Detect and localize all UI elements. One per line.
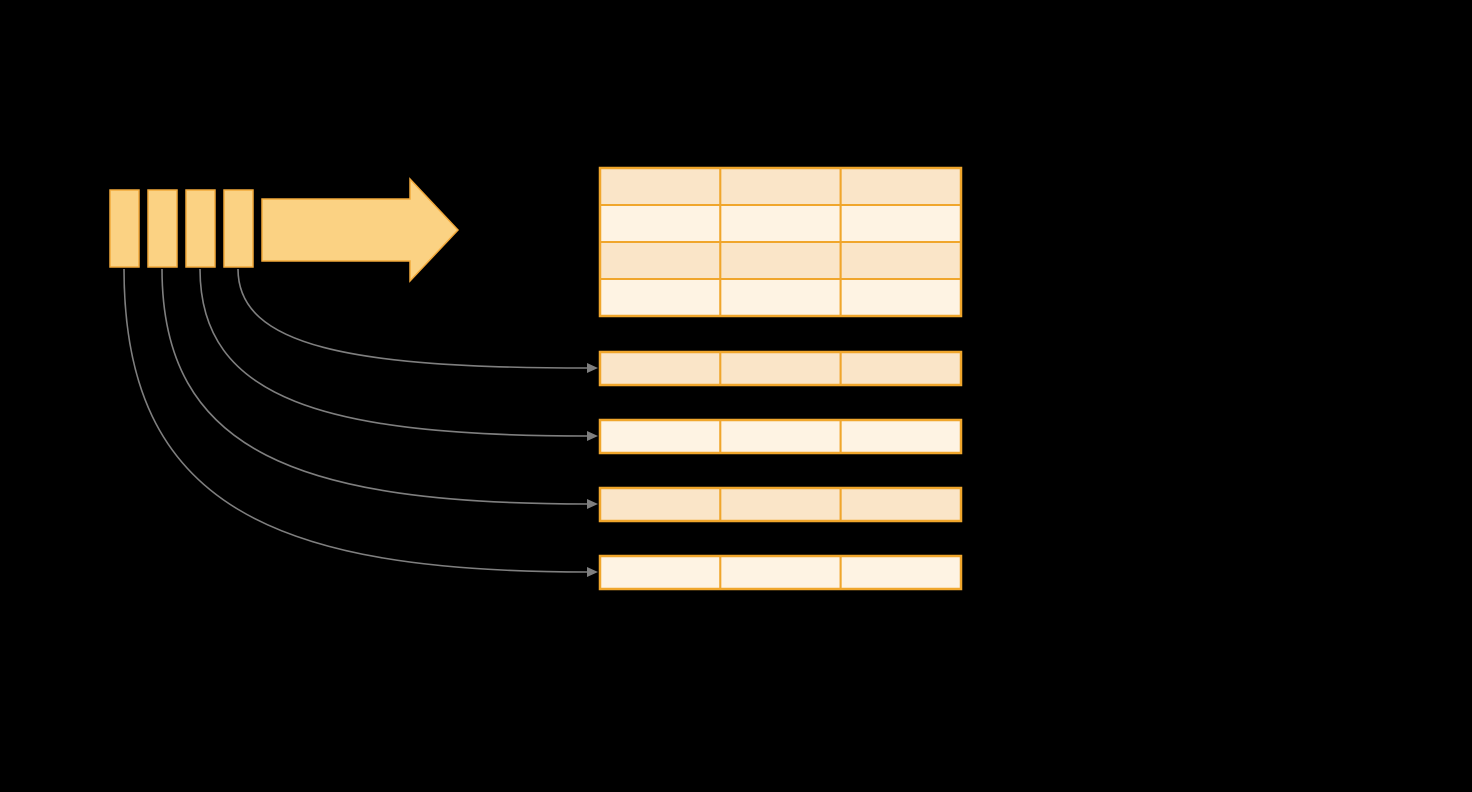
- row-table: [598, 486, 963, 523]
- row-table-cell: [839, 419, 963, 454]
- table-cell: [839, 278, 963, 317]
- row-table: [598, 554, 963, 591]
- row-table-outline: [598, 418, 963, 455]
- stream-bar: [185, 189, 216, 268]
- table-cell: [839, 204, 963, 243]
- row-table-outline: [598, 486, 963, 523]
- row-table: [598, 418, 963, 455]
- row-table: [598, 350, 963, 387]
- stream-bar: [223, 189, 254, 268]
- table-cell: [719, 167, 842, 206]
- stream-to-row-connector: [123, 268, 598, 577]
- table-cell: [599, 278, 722, 317]
- row-table-cell: [599, 419, 722, 454]
- stream-bar: [147, 189, 178, 268]
- connector-arrowhead-icon: [587, 499, 598, 509]
- unbounded-table: [598, 166, 963, 318]
- table-cell: [719, 278, 842, 317]
- stream-bar: [109, 189, 140, 268]
- table-cell: [839, 241, 963, 280]
- row-table-cell: [719, 419, 842, 454]
- row-table-cell: [599, 555, 722, 590]
- row-table-outline: [598, 554, 963, 591]
- row-table-outline: [598, 350, 963, 387]
- connector-curve: [123, 268, 589, 573]
- connector-arrowhead-icon: [587, 567, 598, 577]
- row-table-cell: [839, 487, 963, 522]
- table-outline: [598, 166, 963, 318]
- table-cell: [839, 167, 963, 206]
- row-table-cell: [839, 351, 963, 386]
- connector-curve: [199, 268, 589, 437]
- row-table-cell: [719, 351, 842, 386]
- row-table-cell: [839, 555, 963, 590]
- table-cell: [599, 204, 722, 243]
- connector-arrowhead-icon: [587, 363, 598, 373]
- stream-to-row-connector: [237, 268, 598, 373]
- table-cell: [599, 241, 722, 280]
- stream-to-row-connector: [199, 268, 598, 441]
- connector-arrowhead-icon: [587, 431, 598, 441]
- table-cell: [599, 167, 722, 206]
- data-stream-bars: [109, 189, 254, 268]
- connector-curve: [161, 268, 589, 505]
- row-table-cell: [719, 487, 842, 522]
- table-cell: [719, 204, 842, 243]
- stream-flow-arrow: [261, 177, 460, 283]
- stream-to-row-connector: [161, 268, 598, 509]
- connector-curve: [237, 268, 589, 369]
- row-table-cell: [599, 487, 722, 522]
- row-table-cell: [719, 555, 842, 590]
- table-cell: [719, 241, 842, 280]
- row-table-cell: [599, 351, 722, 386]
